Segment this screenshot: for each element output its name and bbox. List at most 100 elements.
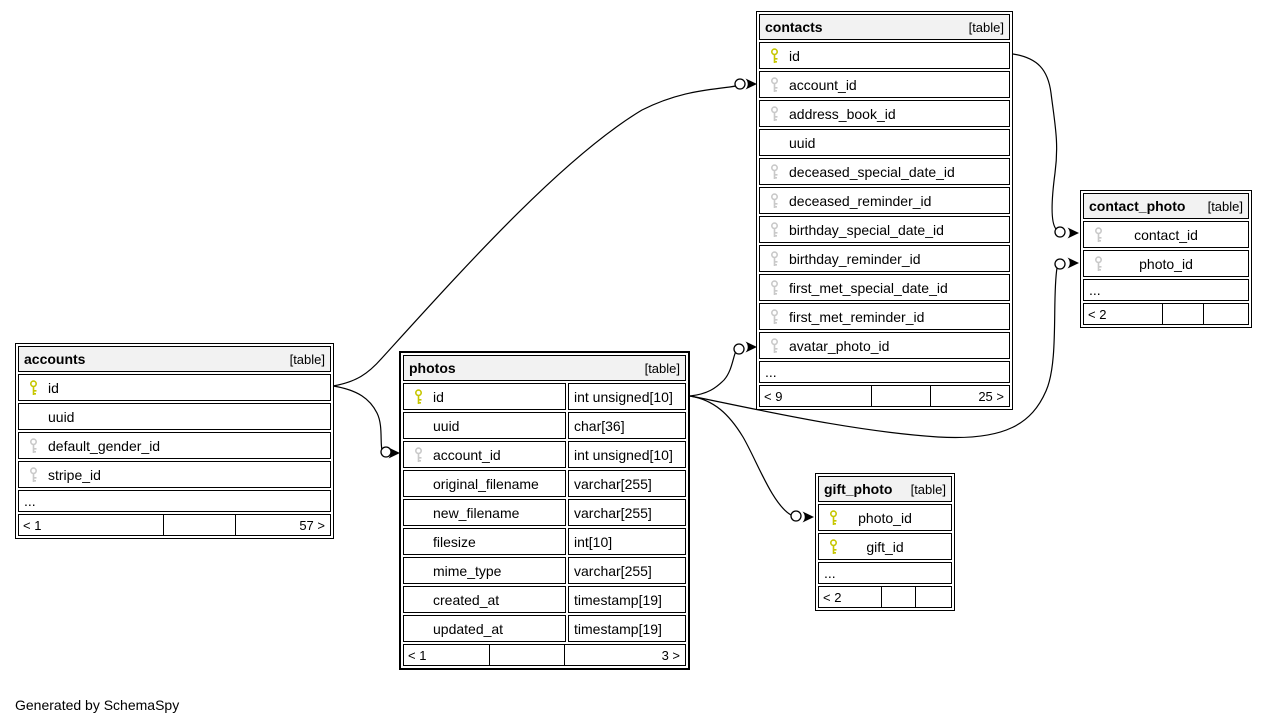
edge-photos-to-contact-photo-photo-id — [689, 257, 1079, 439]
column-name: address_book_id — [789, 105, 896, 122]
column-name: mime_type — [433, 562, 502, 579]
primary-key-icon — [29, 379, 38, 395]
column-row: photo_id — [1083, 250, 1249, 277]
column-name-cell: created_at — [403, 586, 566, 613]
column-row: updated_at timestamp[19] — [403, 615, 686, 642]
edge-path — [1012, 53, 1058, 230]
crow-arrow-icon — [1067, 227, 1079, 239]
table-photos: photos [table] id int unsigned[10] uuid … — [399, 351, 690, 670]
table-header-photos[interactable]: photos [table] — [403, 355, 686, 381]
edge-accounts-to-photos-account-id — [332, 385, 400, 459]
column-row: birthday_reminder_id — [759, 245, 1010, 272]
column-name: deceased_reminder_id — [789, 192, 932, 209]
ellipsis-cell: ... — [18, 490, 331, 512]
column-type: varchar[255] — [574, 504, 652, 521]
cardinality-circle — [733, 343, 745, 355]
column-row: created_at timestamp[19] — [403, 586, 686, 613]
ellipsis-row: ... — [818, 562, 952, 584]
table-header-accounts[interactable]: accounts [table] — [18, 346, 331, 372]
column-name-cell: stripe_id — [18, 461, 331, 488]
footer-rows-count — [915, 586, 952, 608]
column-name: gift_id — [866, 538, 904, 555]
column-row: account_id int unsigned[10] — [403, 441, 686, 468]
column-name: deceased_special_date_id — [789, 163, 955, 180]
column-row: first_met_reminder_id — [759, 303, 1010, 330]
column-name-cell: default_gender_id — [18, 432, 331, 459]
edge-photos-to-gift-photo-photo-id — [689, 395, 814, 523]
column-type-cell: int[10] — [568, 528, 686, 555]
table-header-contacts[interactable]: contacts [table] — [759, 14, 1010, 40]
column-row: mime_type varchar[255] — [403, 557, 686, 584]
footer-middle — [1162, 303, 1204, 325]
footer-parents: < 1 — [18, 514, 164, 536]
column-name-cell: first_met_special_date_id — [759, 274, 1010, 301]
edge-contacts-to-contact-photo-contact-id — [1012, 53, 1079, 239]
foreign-key-icon — [770, 337, 779, 353]
column-name-cell: deceased_special_date_id — [759, 158, 1010, 185]
column-type-cell: timestamp[19] — [568, 615, 686, 642]
foreign-key-icon — [770, 221, 779, 237]
ellipsis-cell: ... — [818, 562, 952, 584]
column-type-cell: int unsigned[10] — [568, 441, 686, 468]
column-name-cell: deceased_reminder_id — [759, 187, 1010, 214]
table-tag: [table] — [968, 19, 1004, 35]
edge-path — [689, 267, 1058, 439]
column-row: id — [18, 374, 331, 401]
edge-accounts-to-contacts-account-id — [332, 78, 757, 387]
column-name: default_gender_id — [48, 437, 161, 454]
column-name: stripe_id — [48, 466, 101, 483]
foreign-key-icon — [29, 466, 38, 482]
column-name: photo_id — [858, 509, 912, 526]
column-row: uuid — [759, 129, 1010, 156]
cardinality-circle — [1054, 258, 1066, 270]
column-name-cell: avatar_photo_id — [759, 332, 1010, 359]
table-footer: < 9 25 > — [759, 385, 1010, 407]
footer-rows-count: 57 > — [235, 514, 331, 536]
table-header-contact-photo[interactable]: contact_photo [table] — [1083, 193, 1249, 219]
column-type-cell: varchar[255] — [568, 499, 686, 526]
column-row: first_met_special_date_id — [759, 274, 1010, 301]
column-row: contact_id — [1083, 221, 1249, 248]
column-name: contact_id — [1134, 226, 1198, 243]
table-contacts: contacts [table] id account_id address_b… — [756, 11, 1013, 410]
column-name-cell: uuid — [403, 412, 566, 439]
column-name-cell: mime_type — [403, 557, 566, 584]
column-type-cell: varchar[255] — [568, 557, 686, 584]
primary-key-icon — [770, 47, 779, 63]
column-name: id — [789, 47, 800, 64]
ellipsis-cell: ... — [1083, 279, 1249, 301]
footer-rows-count: 3 > — [564, 644, 686, 666]
footer-parents: < 1 — [403, 644, 490, 666]
crow-arrow-icon — [745, 341, 757, 353]
edge-path — [332, 85, 737, 387]
column-type: varchar[255] — [574, 475, 652, 492]
footer-middle — [871, 385, 931, 407]
table-gift-photo: gift_photo [table] photo_id gift_id ... … — [815, 473, 955, 611]
footer-parents: < 2 — [818, 586, 882, 608]
foreign-key-icon — [770, 308, 779, 324]
table-contact-photo: contact_photo [table] contact_id photo_i… — [1080, 190, 1252, 328]
table-tag: [table] — [910, 481, 946, 497]
edge-photos-to-contacts-avatar-photo-id — [689, 341, 757, 397]
cardinality-circle — [790, 510, 802, 522]
column-type: timestamp[19] — [574, 591, 662, 608]
table-name: accounts — [24, 351, 86, 367]
column-name-cell: new_filename — [403, 499, 566, 526]
column-row: id int unsigned[10] — [403, 383, 686, 410]
table-header-gift-photo[interactable]: gift_photo [table] — [818, 476, 952, 502]
primary-key-icon — [414, 388, 423, 404]
table-footer: < 1 3 > — [403, 644, 686, 666]
column-name: id — [433, 388, 444, 405]
column-type: int unsigned[10] — [574, 388, 673, 405]
column-name: updated_at — [433, 620, 504, 637]
crow-arrow-icon — [388, 447, 400, 459]
column-name-cell: id — [18, 374, 331, 401]
column-name-cell: uuid — [18, 403, 331, 430]
crow-arrow-icon — [745, 78, 757, 90]
column-row: birthday_special_date_id — [759, 216, 1010, 243]
crow-arrow-icon — [1067, 257, 1079, 269]
column-name: photo_id — [1139, 255, 1193, 272]
table-tag: [table] — [289, 351, 325, 367]
column-name: new_filename — [433, 504, 520, 521]
column-type: timestamp[19] — [574, 620, 662, 637]
